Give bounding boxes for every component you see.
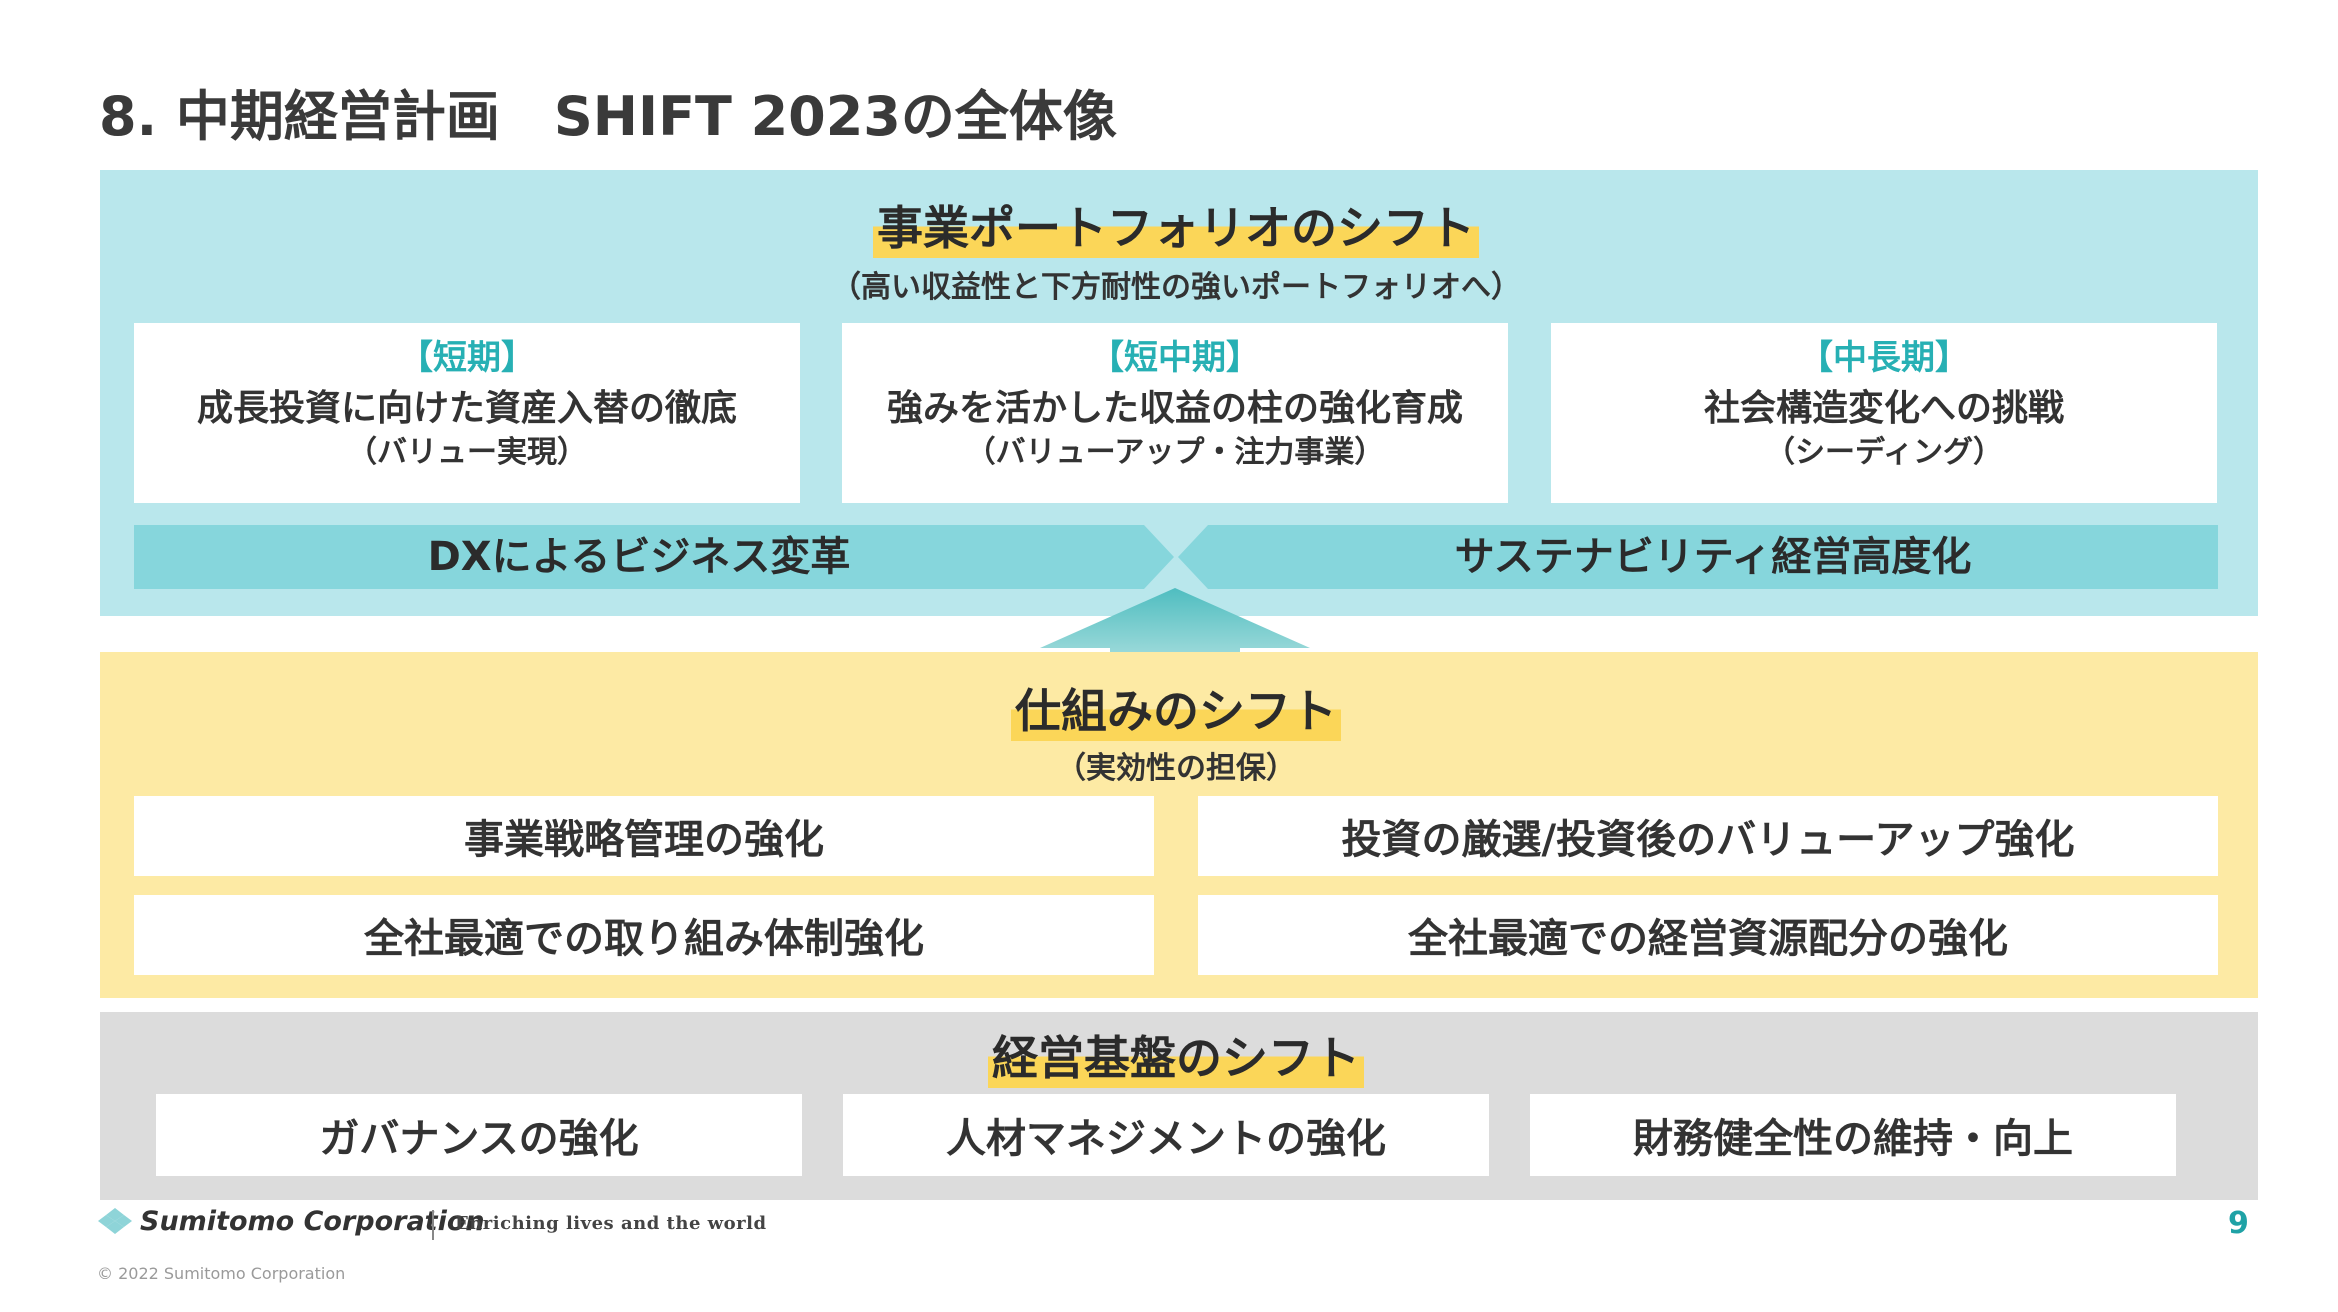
pillar-sub: （シーディング） <box>1765 435 2003 470</box>
footer-tagline: Enriching lives and the world <box>455 1213 767 1234</box>
pillar-sub: （バリュー実現） <box>347 435 587 470</box>
pillar-main: 強みを活かした収益の柱の強化育成 <box>886 388 1463 429</box>
dx-band-shape <box>134 525 1174 589</box>
foundation-item: 財務健全性の維持・向上 <box>1530 1094 2176 1176</box>
portfolio-shift-subtitle: （高い収益性と下方耐性の強いポートフォリオへ） <box>831 270 1521 305</box>
pillar-mid-long-term: 【中長期】 社会構造変化への挑戦 （シーディング） <box>1551 323 2217 503</box>
mechanism-item: 投資の厳選/投資後のバリューアップ強化 <box>1198 796 2218 876</box>
dx-band-label: DXによるビジネス変革 <box>427 534 851 580</box>
mechanism-shift-subtitle: （実効性の担保） <box>1056 751 1296 786</box>
mechanism-item: 全社最適での経営資源配分の強化 <box>1198 895 2218 975</box>
footer-separator <box>432 1210 434 1240</box>
sumitomo-logo-icon <box>98 1208 132 1234</box>
pillar-short-term: 【短期】 成長投資に向けた資産入替の徹底 （バリュー実現） <box>134 323 800 503</box>
initiative-bands <box>134 525 2218 589</box>
pillar-term: 【短中期】 <box>1090 338 1260 378</box>
pillar-sub: （バリューアップ・注力事業） <box>965 435 1385 470</box>
foundation-item: ガバナンスの強化 <box>156 1094 802 1176</box>
footer-brand: Sumitomo Corporation <box>140 1206 485 1237</box>
foundation-item: 人材マネジメントの強化 <box>843 1094 1489 1176</box>
mechanism-item: 事業戦略管理の強化 <box>134 796 1154 876</box>
copyright: © 2022 Sumitomo Corporation <box>97 1264 346 1283</box>
page-number: 9 <box>2228 1206 2249 1241</box>
mechanism-shift-title: 仕組みのシフト <box>1011 675 1341 741</box>
sustainability-band-shape <box>1178 525 2218 589</box>
page-title: 8. 中期経営計画 SHIFT 2023の全体像 <box>99 85 1117 148</box>
pillar-main: 成長投資に向けた資産入替の徹底 <box>196 388 737 429</box>
pillar-main: 社会構造変化への挑戦 <box>1703 388 2064 429</box>
pillar-term: 【中長期】 <box>1799 338 1969 378</box>
pillar-term: 【短期】 <box>399 338 535 378</box>
sustainability-band-label: サステナビリティ経営高度化 <box>1454 534 1972 580</box>
foundation-shift-title: 経営基盤のシフト <box>988 1022 1364 1088</box>
pillar-short-mid-term: 【短中期】 強みを活かした収益の柱の強化育成 （バリューアップ・注力事業） <box>842 323 1508 503</box>
portfolio-shift-title: 事業ポートフォリオのシフト <box>873 192 1479 258</box>
mechanism-item: 全社最適での取り組み体制強化 <box>134 895 1154 975</box>
